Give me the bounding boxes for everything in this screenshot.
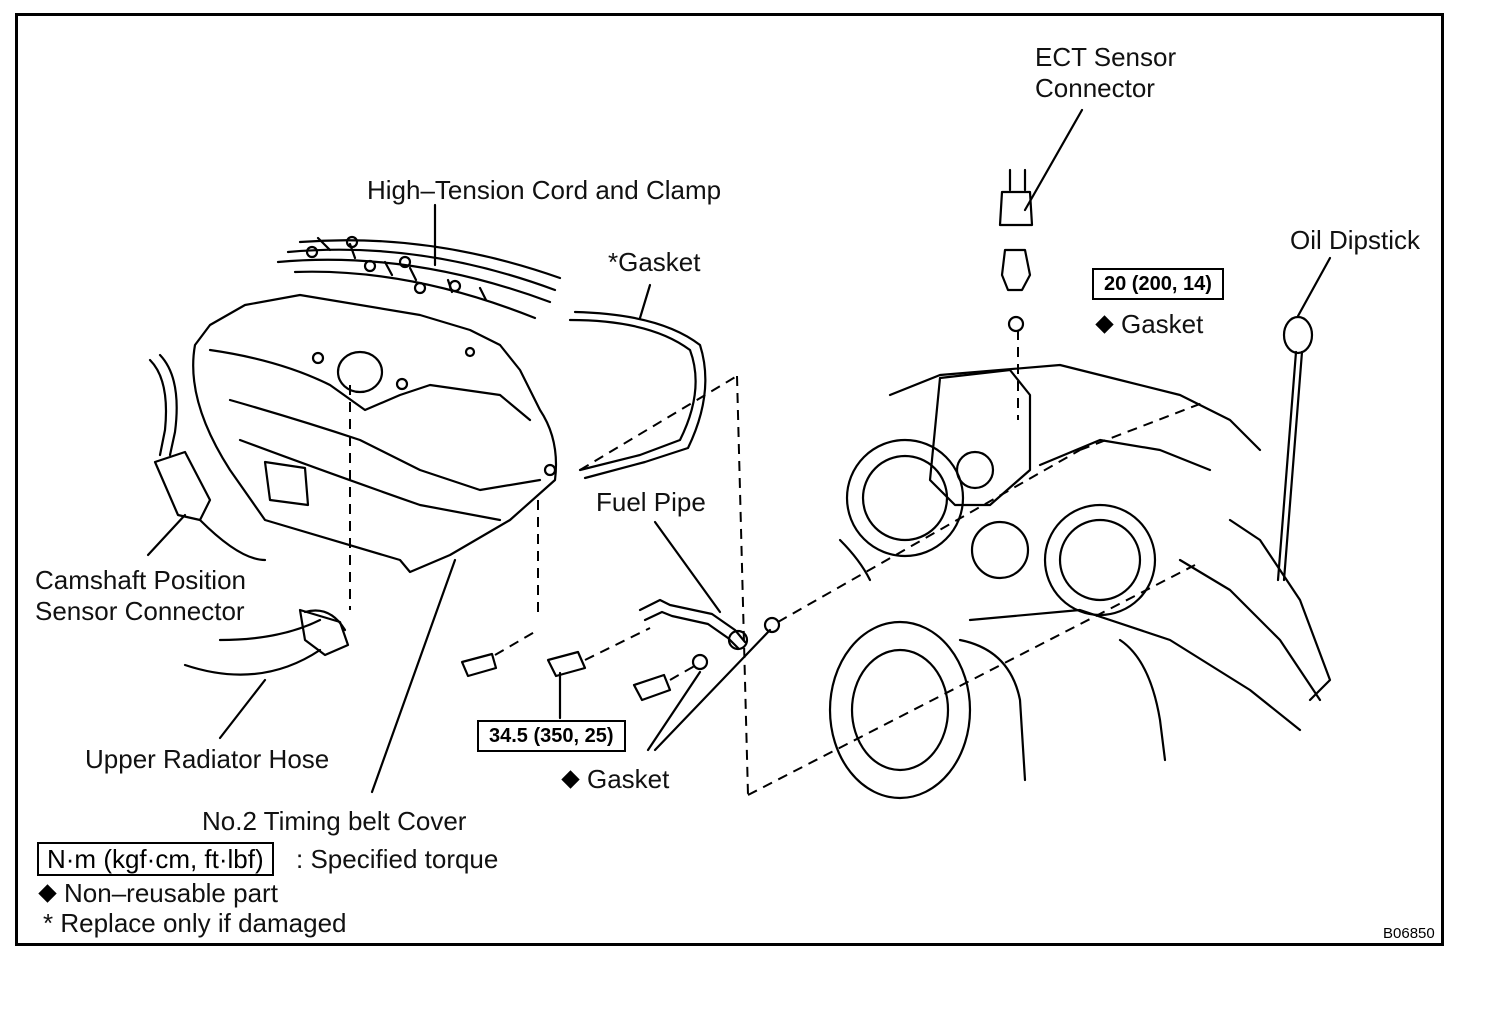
ect-sensor <box>998 168 1034 333</box>
camshaft-label-line1: Camshaft Position <box>35 565 246 595</box>
fuel-pipe-label: Fuel Pipe <box>596 487 706 517</box>
legend-torque-desc: : Specified torque <box>296 844 499 874</box>
radiator-hose-label: Upper Radiator Hose <box>85 744 330 774</box>
figure-frame <box>15 13 1444 946</box>
timing-cover-label: No.2 Timing belt Cover <box>202 806 467 836</box>
bottom-gasket-text: Gasket <box>587 764 670 794</box>
fuel-pipe-torque-box: 34.5 (350, 25) <box>477 720 626 752</box>
leader-lines <box>146 108 1332 794</box>
legend-non-reusable: Non–reusable part <box>37 878 278 908</box>
high-tension-label: High–Tension Cord and Clamp <box>367 175 722 205</box>
camshaft-sensor-connector <box>148 353 267 562</box>
legend-torque-box: N·m (kgf·cm, ft·lbf) <box>37 842 274 876</box>
alignment-dashes <box>349 330 1206 796</box>
upper-radiator-hose <box>183 608 350 676</box>
timing-belt-cover <box>192 293 558 574</box>
bottom-gasket-label: Gasket <box>560 764 669 794</box>
high-tension-cords <box>276 235 562 320</box>
cover-gasket <box>568 310 707 480</box>
non-reusable-diamond-icon <box>1095 315 1114 334</box>
figure-id: B06850 <box>1383 925 1435 942</box>
oil-dipstick <box>1276 315 1314 582</box>
ect-gasket-label: Gasket <box>1094 309 1203 339</box>
ect-gasket-text: Gasket <box>1121 309 1204 339</box>
ect-torque-box: 20 (200, 14) <box>1092 268 1224 300</box>
ect-sensor-label-line2: Connector <box>1035 73 1155 103</box>
non-reusable-diamond-icon <box>561 770 580 789</box>
camshaft-label-line2: Sensor Connector <box>35 596 245 626</box>
legend-replace: * Replace only if damaged <box>43 908 347 938</box>
fuel-pipe-assembly <box>460 598 781 702</box>
ect-sensor-label-line1: ECT Sensor <box>1035 42 1177 72</box>
engine-block <box>828 363 1332 800</box>
gasket-star-label: *Gasket <box>608 247 701 277</box>
oil-dipstick-label: Oil Dipstick <box>1290 225 1421 255</box>
non-reusable-diamond-icon <box>38 884 57 903</box>
legend-non-reusable-text: Non–reusable part <box>64 878 278 908</box>
